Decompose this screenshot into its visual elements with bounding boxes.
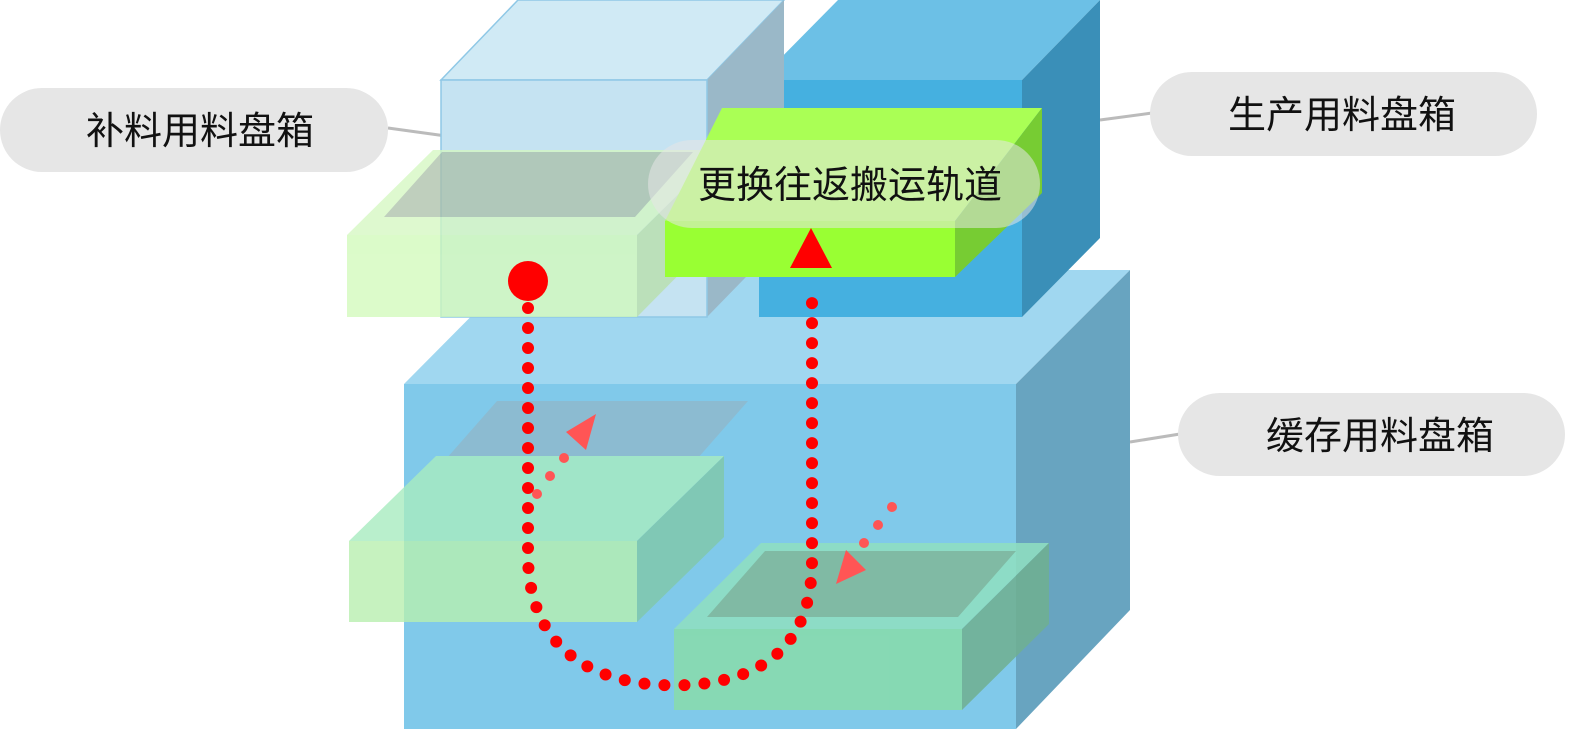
return-arrow-left xyxy=(532,414,596,499)
transfer-path xyxy=(522,284,818,692)
svg-text:生产用料盘箱: 生产用料盘箱 xyxy=(1228,93,1456,137)
shuttle-track-label: 更换往返搬运轨道 xyxy=(648,140,1040,228)
return-arrow-right xyxy=(836,502,897,584)
supply-box-label: 补料用料盘箱 xyxy=(0,88,388,172)
svg-text:更换往返搬运轨道: 更换往返搬运轨道 xyxy=(698,163,1002,207)
production-connector xyxy=(1099,111,1153,122)
svg-text:补料用料盘箱: 补料用料盘箱 xyxy=(86,109,314,153)
buffer-connector xyxy=(1129,432,1181,444)
production-box-label: 生产用料盘箱 xyxy=(1150,72,1537,156)
supply-connector xyxy=(387,126,447,138)
buffer-tray-left xyxy=(349,401,748,622)
svg-text:缓存用料盘箱: 缓存用料盘箱 xyxy=(1266,414,1494,458)
start-point-icon xyxy=(508,261,548,301)
arrow-up-icon xyxy=(790,228,832,268)
buffer-tray-right xyxy=(674,543,1049,710)
buffer-box-label: 缓存用料盘箱 xyxy=(1178,393,1565,476)
